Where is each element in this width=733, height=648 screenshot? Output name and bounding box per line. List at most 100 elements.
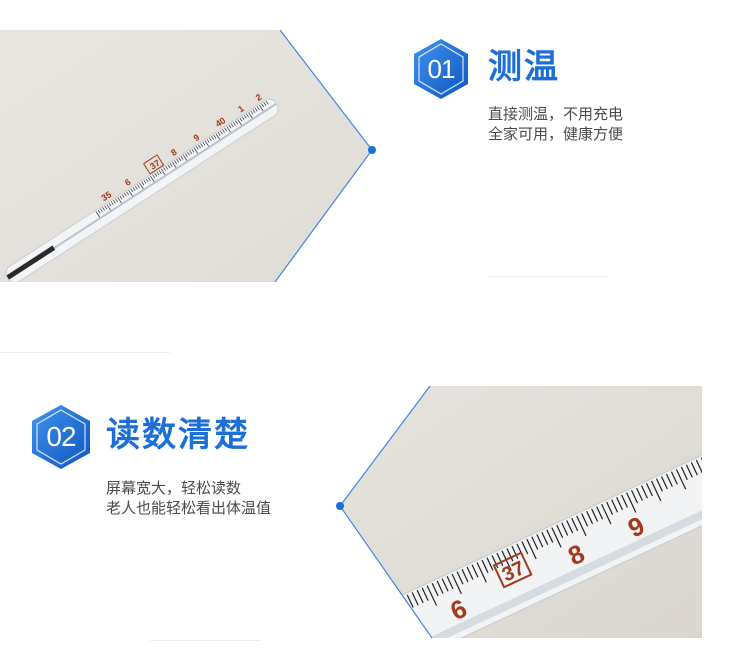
scale-tick [426,585,438,606]
scale-tick [204,140,210,147]
scale-tick [230,123,234,128]
scale-tick [246,113,249,118]
scale-tick [106,204,111,211]
description-line: 直接测温，不用充电 [488,105,624,123]
scale-tick [213,134,217,139]
scale-tick [436,580,444,594]
scale-tick [147,177,151,181]
scale-tick [243,114,247,119]
scale-tick [165,165,169,170]
scale-tick [215,133,220,140]
scale-tick [650,480,662,502]
scale-tick [108,202,112,207]
scale-tick [261,103,265,108]
scale-tick [655,478,663,492]
scale-label: 9 [192,132,202,143]
description-line: 全家可用，健康方便 [488,125,624,143]
hexagon-icon [32,405,90,469]
scale-tick [171,161,177,168]
scale-tick [178,157,182,162]
scale-tick [645,483,653,497]
hexagon-icon [414,39,468,99]
scale-tick [456,571,464,585]
scale-tick [219,130,223,135]
scale-tick [675,469,687,490]
scale-tick [158,170,162,174]
scale-tick [616,496,624,511]
scale-tick [123,192,127,197]
scale-tick [506,548,514,562]
scale-tick [211,136,214,140]
scale-tick [521,541,529,555]
scale-tick [232,121,236,126]
scale-tick [640,485,648,499]
scale-tick [541,531,549,546]
scale-tick [150,175,155,183]
scale-tick [611,499,619,513]
scale-tick [126,191,129,196]
scale-tick [685,464,693,478]
scale-tick [137,184,140,189]
scale-tick [134,185,138,190]
scale-tick [185,153,188,157]
scale-tick [217,131,221,136]
scale-tick [143,180,147,184]
scale-tick [226,126,231,133]
scale-tick [263,102,267,106]
scale-tick [376,608,388,630]
scale-tick [556,524,564,539]
scale-tick [241,116,245,121]
scale-tick [113,199,116,204]
scale-tick [566,520,574,534]
scale-tick [252,109,256,113]
scale-tick [546,529,554,543]
scale-tick [621,494,629,508]
scale-ticks-1 [95,100,269,218]
scale-tick [259,104,264,112]
scale-tick [461,569,469,583]
scale-tick [128,189,133,197]
scale-tick [586,510,594,525]
scale-tick [571,517,579,532]
scale-label: 5 [391,618,417,638]
scale-tick [117,197,122,204]
scale-tick [471,564,479,578]
divider [0,352,170,353]
scale-tick [496,552,504,566]
description-line: 老人也能轻松看出体温值 [106,499,272,517]
divider [488,276,608,277]
section-2: 02 读数清楚 屏幕宽大，轻松读数 老人也能轻松看出体温值 5 6 37 [0,360,733,648]
scale-tick [222,129,225,133]
scale-tick [104,205,108,210]
scale-tick [206,138,210,143]
description-line: 屏幕宽大，轻松读数 [106,479,242,497]
scale-tick [235,120,238,125]
scale-tick [182,154,188,161]
scale-tick [381,606,389,620]
scale-tick [156,171,160,176]
step-number: 02 [46,421,76,452]
scale-tick [256,106,260,111]
scale-tick [635,487,643,501]
scale-tick [115,198,118,203]
scale-label: 35 [99,189,113,203]
thermometer-photo-1: 35 6 37 8 9 40 1 2 [0,30,376,282]
section-description: 屏幕宽大，轻松读数 老人也能轻松看出体温值 [106,478,346,518]
scale-tick [154,172,158,177]
scale-tick [193,147,199,154]
scale-tick [110,201,114,206]
scale-tick [180,155,184,160]
scale-tick [606,501,614,515]
scale-tick [167,164,171,169]
scale-tick [581,513,589,527]
step-badge-02: 02 [30,404,92,470]
scale-tick [102,206,105,211]
scale-tick [665,473,673,487]
scale-tick [391,601,399,615]
scale-tick [431,582,439,597]
scale-tick [248,112,253,119]
section-title: 测温 [488,47,560,87]
scale-tick [174,160,177,164]
scale-tick [421,587,429,601]
scale-tick [200,143,204,147]
